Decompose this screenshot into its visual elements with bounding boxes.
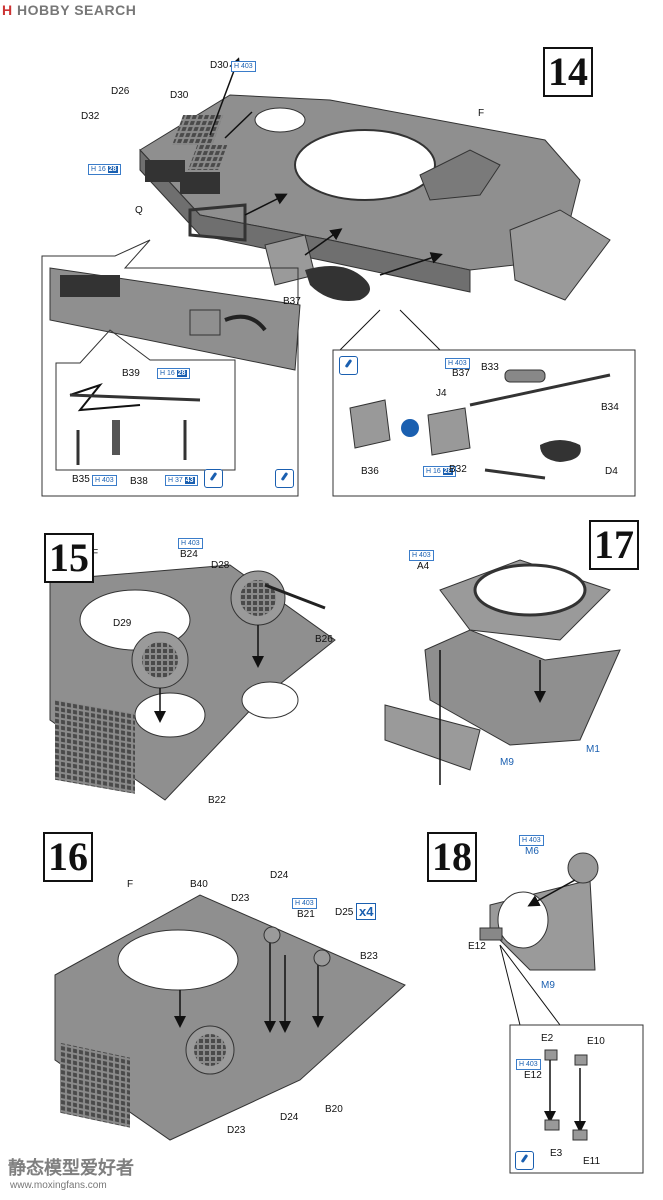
part-label: B24 (180, 549, 198, 560)
part-label: D25 (335, 907, 354, 918)
part-label: Q (135, 205, 143, 216)
part-label: E2 (541, 1033, 554, 1044)
part-label: B37 (452, 368, 470, 379)
paint-brush-icon (515, 1151, 534, 1170)
paint-code-tag: H 16 28 (423, 466, 456, 477)
part-label: D23 (227, 1125, 246, 1136)
step-number-15: 15 (44, 533, 94, 583)
part-label: M1 (586, 744, 600, 755)
part-label: B36 (361, 466, 379, 477)
part-label: D4 (605, 466, 618, 477)
paint-code-tag: H 16 28 (88, 164, 121, 175)
step-number-14: 14 (543, 47, 593, 97)
part-label: B23 (360, 951, 378, 962)
part-label: B35 (72, 474, 90, 485)
part-label: B33 (481, 362, 499, 373)
part-label: B37 (283, 296, 301, 307)
part-label: D23 (231, 893, 250, 904)
paint-code-tag: H 403 (445, 358, 470, 369)
paint-code-tag: H 403 (178, 538, 203, 549)
part-label: B20 (325, 1104, 343, 1115)
part-label: D32 (81, 111, 100, 122)
step-number-17: 17 (589, 520, 639, 570)
paint-brush-icon (339, 356, 358, 375)
part-label: D24 (270, 870, 289, 881)
part-label: D28 (211, 560, 230, 571)
step14-hull (139, 57, 611, 351)
part-label: B38 (130, 476, 148, 487)
step-number-16: 16 (43, 832, 93, 882)
part-label: F (127, 879, 134, 890)
paint-code-tag: H 403 (409, 550, 434, 561)
paint-code-tag: H 403 (519, 835, 544, 846)
paint-code-tag: H 403 (92, 475, 117, 486)
part-label: M9 (541, 980, 555, 991)
paint-brush-icon (275, 469, 294, 488)
paint-brush-icon (204, 469, 223, 488)
part-label: B32 (449, 464, 467, 475)
paint-code-tag: H 37 43 (165, 475, 198, 486)
part-label: D26 (111, 86, 130, 97)
site-url: www.moxingfans.com (10, 1180, 107, 1191)
part-label: E11 (583, 1156, 601, 1167)
part-label: B40 (190, 879, 208, 890)
part-label: F (92, 548, 99, 559)
site-watermark: 静态模型爱好者 (8, 1158, 134, 1178)
part-label: B39 (122, 368, 140, 379)
part-label: B34 (601, 402, 619, 413)
part-label: B22 (208, 795, 226, 806)
quantity-badge: x4 (356, 903, 377, 920)
part-label: E10 (587, 1036, 605, 1047)
part-label: B21 (297, 909, 315, 920)
part-label: M9 (500, 757, 514, 768)
part-label: A4 (417, 561, 430, 572)
part-label: M6 (525, 846, 539, 857)
part-label: F (478, 108, 485, 119)
paint-code-tag: H 403 (292, 898, 317, 909)
part-label: D29 (113, 618, 132, 629)
paint-code-tag: H 403 (516, 1059, 541, 1070)
paint-code-tag: H 16 28 (157, 368, 190, 379)
part-label: E12 (468, 941, 486, 952)
hobby-search-logo: H HOBBY SEARCH (2, 2, 137, 18)
part-label: E3 (550, 1148, 563, 1159)
part-label: D30 (210, 60, 229, 71)
part-label: E12 (524, 1070, 542, 1081)
part-label: B26 (315, 634, 333, 645)
part-label: J4 (436, 388, 447, 399)
step-number-18: 18 (427, 832, 477, 882)
paint-code-tag: H 403 (231, 61, 256, 72)
part-label: D30 (170, 90, 189, 101)
part-label: D24 (280, 1112, 299, 1123)
